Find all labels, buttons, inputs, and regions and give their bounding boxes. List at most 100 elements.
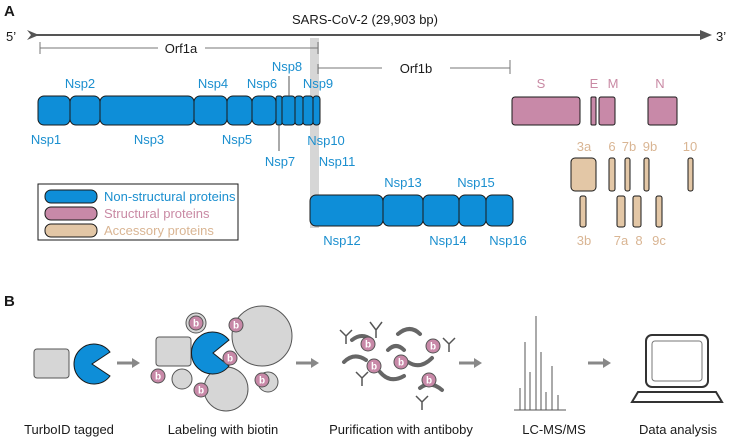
e-label: E bbox=[590, 76, 599, 91]
nsp14-label: Nsp14 bbox=[429, 233, 467, 248]
nsp3-label: Nsp3 bbox=[134, 132, 164, 147]
step-label-labeling: Labeling with biotin bbox=[168, 422, 279, 437]
nsp16-box bbox=[485, 194, 514, 227]
nsp1-label: Nsp1 bbox=[31, 132, 61, 147]
nsp7-box bbox=[275, 95, 283, 126]
biotin-letter: b bbox=[193, 319, 199, 330]
biotin-badge: b bbox=[150, 368, 166, 384]
biotin-letter: b bbox=[233, 321, 239, 332]
nsp1-box bbox=[37, 95, 71, 126]
biotin-badge: b bbox=[393, 354, 409, 370]
a10-label: 10 bbox=[683, 139, 697, 154]
biotin-letter: b bbox=[365, 340, 371, 351]
biotin-badge: b bbox=[421, 372, 437, 388]
nsp6-box bbox=[251, 95, 277, 126]
nsp12-label: Nsp12 bbox=[323, 233, 361, 248]
bait-protein-shape bbox=[33, 348, 70, 379]
nsp7-label: Nsp7 bbox=[265, 154, 295, 169]
biotin-letter: b bbox=[155, 372, 161, 383]
m-box bbox=[598, 96, 616, 126]
nsp11-box bbox=[312, 95, 321, 126]
legend-label-nsp: Non-structural proteins bbox=[104, 189, 236, 204]
genome-end-arrowhead bbox=[700, 30, 712, 40]
biotin-letter: b bbox=[426, 376, 432, 387]
arrow-step-3 bbox=[459, 358, 482, 368]
biotin-badge: b bbox=[228, 317, 244, 333]
nsp5-box bbox=[226, 95, 253, 126]
nsp6-label: Nsp6 bbox=[247, 76, 277, 91]
orf1b-nsp-row bbox=[309, 194, 514, 227]
panel-a-label: A bbox=[4, 3, 15, 20]
a3b-box bbox=[579, 195, 587, 228]
biotin-badge: b bbox=[366, 358, 382, 374]
turboid-enzyme-shape-labeled bbox=[191, 331, 230, 375]
biotin-letter: b bbox=[398, 358, 404, 369]
mass-spectrum bbox=[514, 316, 566, 411]
nsp4-box bbox=[193, 95, 228, 126]
nsp10-box bbox=[302, 95, 314, 126]
a3a-box bbox=[570, 157, 597, 192]
step-label-purification: Purification with antiboby bbox=[329, 422, 473, 437]
bait-protein-shape-labeled bbox=[155, 336, 192, 367]
n-box bbox=[647, 96, 678, 126]
a10-box bbox=[687, 157, 694, 192]
biotin-letter: b bbox=[430, 342, 436, 353]
nsp13-box bbox=[382, 194, 424, 227]
nsp8-box bbox=[281, 95, 296, 126]
nsp10-label: Nsp10 bbox=[307, 133, 345, 148]
accessory-proteins bbox=[570, 157, 694, 228]
biotin-badge: b bbox=[360, 336, 376, 352]
a6-label: 6 bbox=[608, 139, 615, 154]
antibody-2 bbox=[442, 337, 456, 352]
orf1b-label: Orf1b bbox=[400, 61, 433, 76]
biotin-badge: b bbox=[425, 338, 441, 354]
step-label-data-analysis: Data analysis bbox=[639, 422, 718, 437]
laptop-screen bbox=[645, 334, 709, 388]
nsp9-label: Nsp9 bbox=[303, 76, 333, 91]
turboid-enzyme-shape bbox=[73, 343, 111, 385]
arrow-step-4 bbox=[588, 358, 611, 368]
laptop-base bbox=[630, 391, 724, 403]
orf1a-bracket bbox=[39, 42, 319, 54]
a7a-label: 7a bbox=[614, 233, 629, 248]
m-label: M bbox=[608, 76, 619, 91]
nsp15-box bbox=[458, 194, 487, 227]
arrow-step-2 bbox=[296, 358, 319, 368]
nsp5-label: Nsp5 bbox=[222, 132, 252, 147]
nsp3-box bbox=[99, 95, 195, 126]
frameshift-band bbox=[310, 38, 319, 228]
nsp2-label: Nsp2 bbox=[65, 76, 95, 91]
a3b-label: 3b bbox=[577, 233, 591, 248]
laptop-icon bbox=[630, 334, 724, 403]
s-box bbox=[511, 96, 581, 126]
genome-title: SARS-CoV-2 (29,903 bp) bbox=[292, 12, 438, 27]
a8-box bbox=[632, 195, 642, 228]
e-box bbox=[590, 96, 597, 126]
orf1a-label: Orf1a bbox=[165, 41, 198, 56]
a7b-label: 7b bbox=[622, 139, 636, 154]
antibodies bbox=[339, 321, 456, 410]
nsp4-label: Nsp4 bbox=[198, 76, 228, 91]
legend-label-accessory: Accessory proteins bbox=[104, 223, 214, 238]
peptide-strand-4 bbox=[396, 327, 422, 336]
arrow-step-1 bbox=[117, 358, 140, 368]
biotin-badge: b bbox=[188, 315, 204, 331]
nsp8-label: Nsp8 bbox=[272, 59, 302, 74]
a9b-label: 9b bbox=[643, 139, 657, 154]
biotin-badge: b bbox=[193, 382, 209, 398]
biotin-letter: b bbox=[371, 362, 377, 373]
three-prime-label: 3’ bbox=[716, 29, 726, 44]
n-label: N bbox=[655, 76, 664, 91]
laptop-screen-inner bbox=[651, 340, 703, 382]
peptide-strand-2 bbox=[342, 354, 368, 364]
legend-swatch-nsp bbox=[44, 189, 98, 204]
structural-row bbox=[511, 96, 678, 126]
antibody-4 bbox=[415, 395, 429, 410]
nsp15-label: Nsp15 bbox=[457, 175, 495, 190]
orf1b-bracket bbox=[317, 60, 511, 74]
a7a-box bbox=[616, 195, 626, 228]
orf1a-nsp-row bbox=[37, 95, 321, 126]
nsp16-label: Nsp16 bbox=[489, 233, 527, 248]
